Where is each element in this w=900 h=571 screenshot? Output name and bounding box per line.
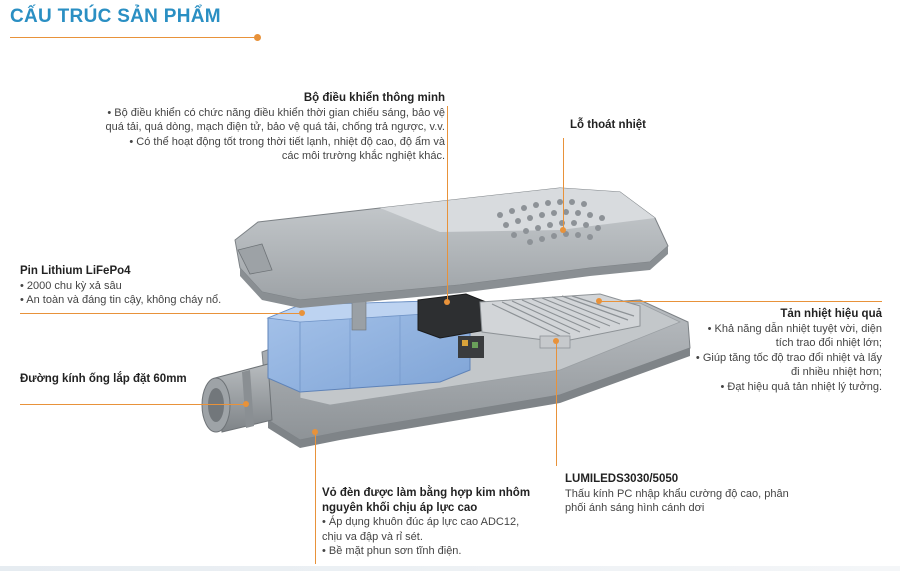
housing-desc-line: • Áp dụng khuôn đúc áp lực cao ADC12, [322,516,520,528]
controller-leader-dot [444,299,450,305]
housing-desc-line: • Bề mặt phun sơn tĩnh điện. [322,545,462,557]
heatsink-leader-dot [596,298,602,304]
controller-leader-line [447,106,448,302]
controller-callout: Bộ điều khiển thông minh • Bộ điều khiển… [80,91,445,164]
lamp-top-cover [234,187,669,308]
page-title: CẤU TRÚC SẢN PHẨM [10,6,221,27]
heatsink-module [479,293,641,349]
led-callout: LUMILEDS3030/5050 Thấu kính PC nhập khẩu… [565,472,789,516]
housing-leader-dot [312,429,318,435]
controller-desc-line: các môi trường khắc nghiệt khác. [281,150,445,162]
vent-title: Lỗ thoát nhiệt [570,119,647,131]
mount-callout: Đường kính ống lắp đặt 60mm [20,372,187,387]
housing-desc-line: chịu va đập và rỉ sét. [322,530,423,543]
battery-desc-line: • 2000 chu kỳ xả sâu [20,279,122,292]
mount-leader-line [20,404,247,405]
housing-title: nguyên khối chịu áp lực cao [322,501,478,514]
led-desc-line: phối ánh sáng hình cánh dơi [565,502,705,514]
heatsink-leader-line [600,301,882,302]
heatsink-desc-line: • Đạt hiệu quả tản nhiệt lý tưởng. [720,380,882,393]
bottom-edge-bar [0,566,900,571]
housing-title: Vỏ đèn được làm bằng hợp kim nhôm [322,487,531,499]
housing-leader-line [315,432,316,564]
controller-title: Bộ điều khiển thông minh [303,92,445,104]
vent-leader-dot [560,227,566,233]
battery-callout: Pin Lithium LiFePo4 • 2000 chu kỳ xả sâu… [20,264,221,308]
mounting-pipe [201,363,273,433]
controller-desc-line: quá tải, quá dòng, mạch điện tử, bảo vệ … [105,121,445,133]
heatsink-desc-line: đi nhiều nhiệt hơn; [790,366,882,378]
led-leader-dot [553,338,559,344]
led-title: LUMILEDS3030/5050 [565,473,679,485]
heatsink-desc-line: • Khả năng dẫn nhiệt tuyệt vời, diện [707,322,882,335]
heat-vent-holes [497,199,605,245]
vent-callout: Lỗ thoát nhiệt [570,118,646,133]
battery-leader-dot [299,310,305,316]
vent-leader-line [563,138,564,230]
title-underline-dot [254,34,261,41]
led-desc-line: Thấu kính PC nhập khẩu cường độ cao, phâ… [565,487,789,500]
controller-desc-line: • Có thể hoạt động tốt trong thời tiết l… [129,135,445,148]
led-leader-line [556,342,557,466]
battery-title: Pin Lithium LiFePo4 [20,265,131,277]
mount-title: Đường kính ống lắp đặt 60mm [20,373,187,385]
heatsink-desc-line: • Giúp tăng tốc độ trao đổi nhiệt và lấy [695,351,882,364]
heatsink-callout: Tản nhiệt hiệu quả • Khả năng dẫn nhiệt … [640,307,882,394]
battery-desc-line: • An toàn và đáng tin cậy, không cháy nổ… [20,294,222,306]
title-underline [10,37,258,38]
mount-leader-dot [243,401,249,407]
battery-leader-line [20,313,302,314]
heatsink-title: Tản nhiệt hiệu quả [780,308,882,320]
controller-desc-line: • Bộ điều khiển có chức năng điều khiển … [107,106,445,119]
housing-callout: Vỏ đèn được làm bằng hợp kim nhôm nguyên… [322,486,530,559]
heatsink-desc-line: tích trao đổi nhiệt lớn; [775,337,882,349]
